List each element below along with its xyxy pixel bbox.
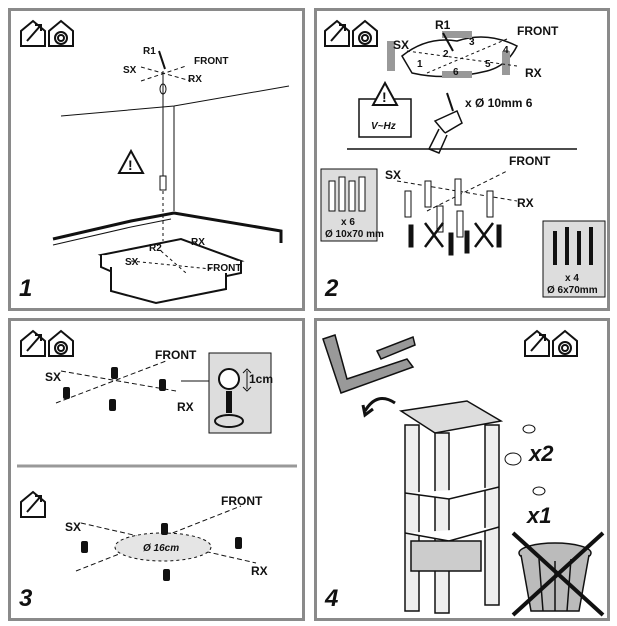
house-spiral-icon — [48, 329, 74, 357]
voltage-warning-box: ! V~Hz — [358, 80, 412, 138]
label-front2: FRONT — [509, 154, 551, 168]
r1-arrow — [442, 32, 454, 52]
label-rx2: RX — [517, 196, 534, 210]
house-spiral-icon — [552, 329, 578, 357]
label-sx: SX — [393, 38, 409, 52]
hole-1: 1 — [417, 59, 423, 70]
template-cross-lines — [406, 38, 518, 74]
discard-cross — [511, 531, 605, 617]
panel-step-1: R1 SX FRONT RX ! R2 RX SX FRONT 1 — [8, 8, 305, 311]
parts-count-x1: x1 — [526, 503, 551, 528]
hob-cross-lines — [130, 250, 212, 274]
house-arrow-icon — [324, 19, 350, 47]
screws-top — [63, 367, 166, 411]
hole-5: 5 — [485, 59, 491, 70]
gap-label: 1cm — [249, 372, 273, 386]
dowels-group — [404, 178, 502, 256]
house-arrow-icon — [20, 19, 46, 47]
hood-frame — [398, 400, 504, 614]
step-number-1: 1 — [19, 275, 32, 302]
panel-2-illustration: R1 SX FRONT RX 1 2 3 4 5 6 ! V~Hz x Ø 10… — [320, 18, 606, 302]
label-rx: RX — [188, 74, 202, 85]
plugs-size: Ø 10x70 mm — [325, 229, 384, 240]
label-r2: R2 — [149, 243, 162, 254]
hole-2: 2 — [443, 49, 449, 60]
panel-step-2: R1 SX FRONT RX 1 2 3 4 5 6 ! V~Hz x Ø 10… — [314, 8, 610, 311]
screws-bottom — [81, 523, 242, 581]
hob-unit — [97, 237, 245, 305]
label-rx2: RX — [251, 564, 268, 578]
r1-arrow — [158, 50, 166, 70]
label-rx: RX — [177, 400, 194, 414]
voltage-label: V~Hz — [371, 121, 396, 132]
panel-1-illustration: R1 SX FRONT RX ! R2 RX SX FRONT 1 — [19, 19, 290, 305]
screw-icon — [553, 227, 593, 265]
label-sx2: SX — [65, 520, 81, 534]
hole-3: 3 — [469, 37, 475, 48]
panel-4-illustration: x2 x1 4 — [322, 329, 605, 617]
label-sx: SX — [123, 65, 137, 76]
clip-parts — [504, 424, 546, 496]
label-front: FRONT — [194, 56, 228, 67]
gap-detail: 1cm — [208, 352, 273, 434]
label-rx: RX — [525, 66, 542, 80]
step-number-4: 4 — [324, 585, 338, 612]
label-front: FRONT — [517, 24, 559, 38]
label-r1: R1 — [143, 46, 156, 57]
house-arrow-icon — [20, 490, 46, 518]
svg-text:!: ! — [382, 89, 387, 105]
step-number-3: 3 — [19, 585, 33, 612]
drill-icon — [427, 92, 463, 154]
diameter-label: Ø 16cm — [143, 543, 179, 554]
mount-cross-lines — [396, 170, 518, 212]
svg-text:!: ! — [128, 157, 133, 173]
screws-count: x 4 — [565, 273, 579, 284]
panel-step-4: x2 x1 4 — [314, 318, 610, 621]
screws-size: Ø 6x70mm — [547, 285, 598, 296]
ceiling-cross-lines — [140, 65, 192, 82]
house-arrow-icon — [524, 329, 550, 357]
house-spiral-icon — [48, 19, 74, 47]
label-sx: SX — [45, 370, 61, 384]
house-spiral-icon — [352, 19, 378, 47]
remove-arrow — [363, 397, 396, 412]
room-outline — [52, 85, 290, 246]
hole-4: 4 — [503, 45, 509, 56]
plugs-count: x 6 — [341, 217, 355, 228]
house-arrow-icon — [20, 329, 46, 357]
plumb-line — [159, 71, 167, 241]
screws-box: x 4 Ø 6x70mm — [542, 220, 606, 298]
warning-triangle-icon — [371, 80, 399, 106]
label-sx2: SX — [385, 168, 401, 182]
label-front-low: FRONT — [207, 263, 241, 274]
label-sx-low: SX — [125, 257, 139, 268]
parts-count-x2: x2 — [528, 441, 554, 466]
label-front: FRONT — [155, 348, 197, 362]
wall-plug-icon — [328, 176, 366, 212]
label-front2: FRONT — [221, 494, 263, 508]
panel-3-illustration: FRONT SX RX 1cm Ø 16cm FRONT SX — [17, 329, 297, 612]
plugs-box: x 6 Ø 10x70 mm — [320, 168, 384, 242]
hole-6: 6 — [453, 67, 459, 78]
drill-spec: x Ø 10mm 6 — [465, 96, 533, 110]
step-number-2: 2 — [324, 275, 339, 302]
panel-step-3: FRONT SX RX 1cm Ø 16cm FRONT SX — [8, 318, 305, 621]
label-r1: R1 — [435, 18, 451, 32]
top-cross-lines — [55, 360, 177, 404]
warning-triangle-icon: ! — [117, 148, 145, 174]
label-rx-low: RX — [191, 237, 205, 248]
bracket-icon — [322, 334, 416, 394]
